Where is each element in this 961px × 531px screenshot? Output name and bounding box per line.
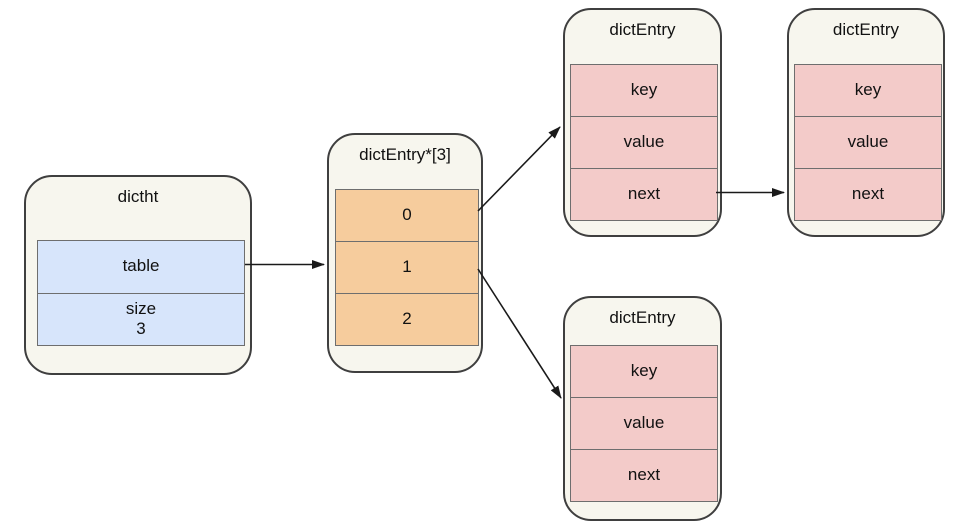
dict-entry-3-table: key value next bbox=[570, 345, 718, 502]
node-bucket-array: dictEntry*[3] 0 1 2 bbox=[327, 133, 483, 373]
bucket-cell-1: 1 bbox=[336, 242, 478, 294]
dict-entry-1-table: key value next bbox=[570, 64, 718, 221]
dict-entry-3-title: dictEntry bbox=[609, 308, 676, 327]
dict-entry-2-title: dictEntry bbox=[832, 20, 900, 39]
node-dict-entry-1: dictEntry key value next bbox=[563, 8, 722, 237]
dict-entry-2-cell-key: key bbox=[795, 65, 941, 117]
dict-entry-1-title: dictEntry bbox=[609, 20, 676, 39]
dictht-cell-size-label: size bbox=[125, 298, 157, 318]
dict-entry-3-cell-next: next bbox=[571, 450, 717, 501]
bucket-array-title: dictEntry*[3] bbox=[359, 145, 451, 164]
dict-entry-3-cell-key: key bbox=[571, 346, 717, 398]
dictht-cell-size: size 3 bbox=[38, 293, 244, 345]
dictht-cell-size-value: 3 bbox=[136, 319, 146, 339]
dict-entry-2-table: key value next bbox=[794, 64, 942, 221]
dict-entry-2-cell-value: value bbox=[795, 117, 941, 169]
dict-entry-1-cell-key: key bbox=[571, 65, 717, 117]
node-dict-entry-3: dictEntry key value next bbox=[563, 296, 722, 521]
dictht-table: table size 3 bbox=[37, 240, 245, 346]
dict-entry-1-cell-next: next bbox=[571, 169, 717, 220]
dictht-title: dictht bbox=[117, 187, 159, 206]
node-dict-entry-2: dictEntry key value next bbox=[787, 8, 945, 237]
dict-entry-2-cell-next: next bbox=[795, 169, 941, 220]
bucket-cell-0: 0 bbox=[336, 190, 478, 242]
arrow-slot0-to-dict-entry-1 bbox=[477, 126, 561, 212]
dict-entry-1-cell-value: value bbox=[571, 117, 717, 169]
dictht-cell-table-label: table bbox=[122, 256, 160, 276]
dictht-cell-table: table bbox=[38, 241, 244, 294]
arrow-slot1-to-dict-entry-3 bbox=[477, 268, 562, 399]
bucket-cell-2: 2 bbox=[336, 294, 478, 345]
dict-entry-3-cell-value: value bbox=[571, 398, 717, 450]
bucket-array-table: 0 1 2 bbox=[335, 189, 479, 346]
node-dictht: dictht table size 3 bbox=[24, 175, 252, 375]
